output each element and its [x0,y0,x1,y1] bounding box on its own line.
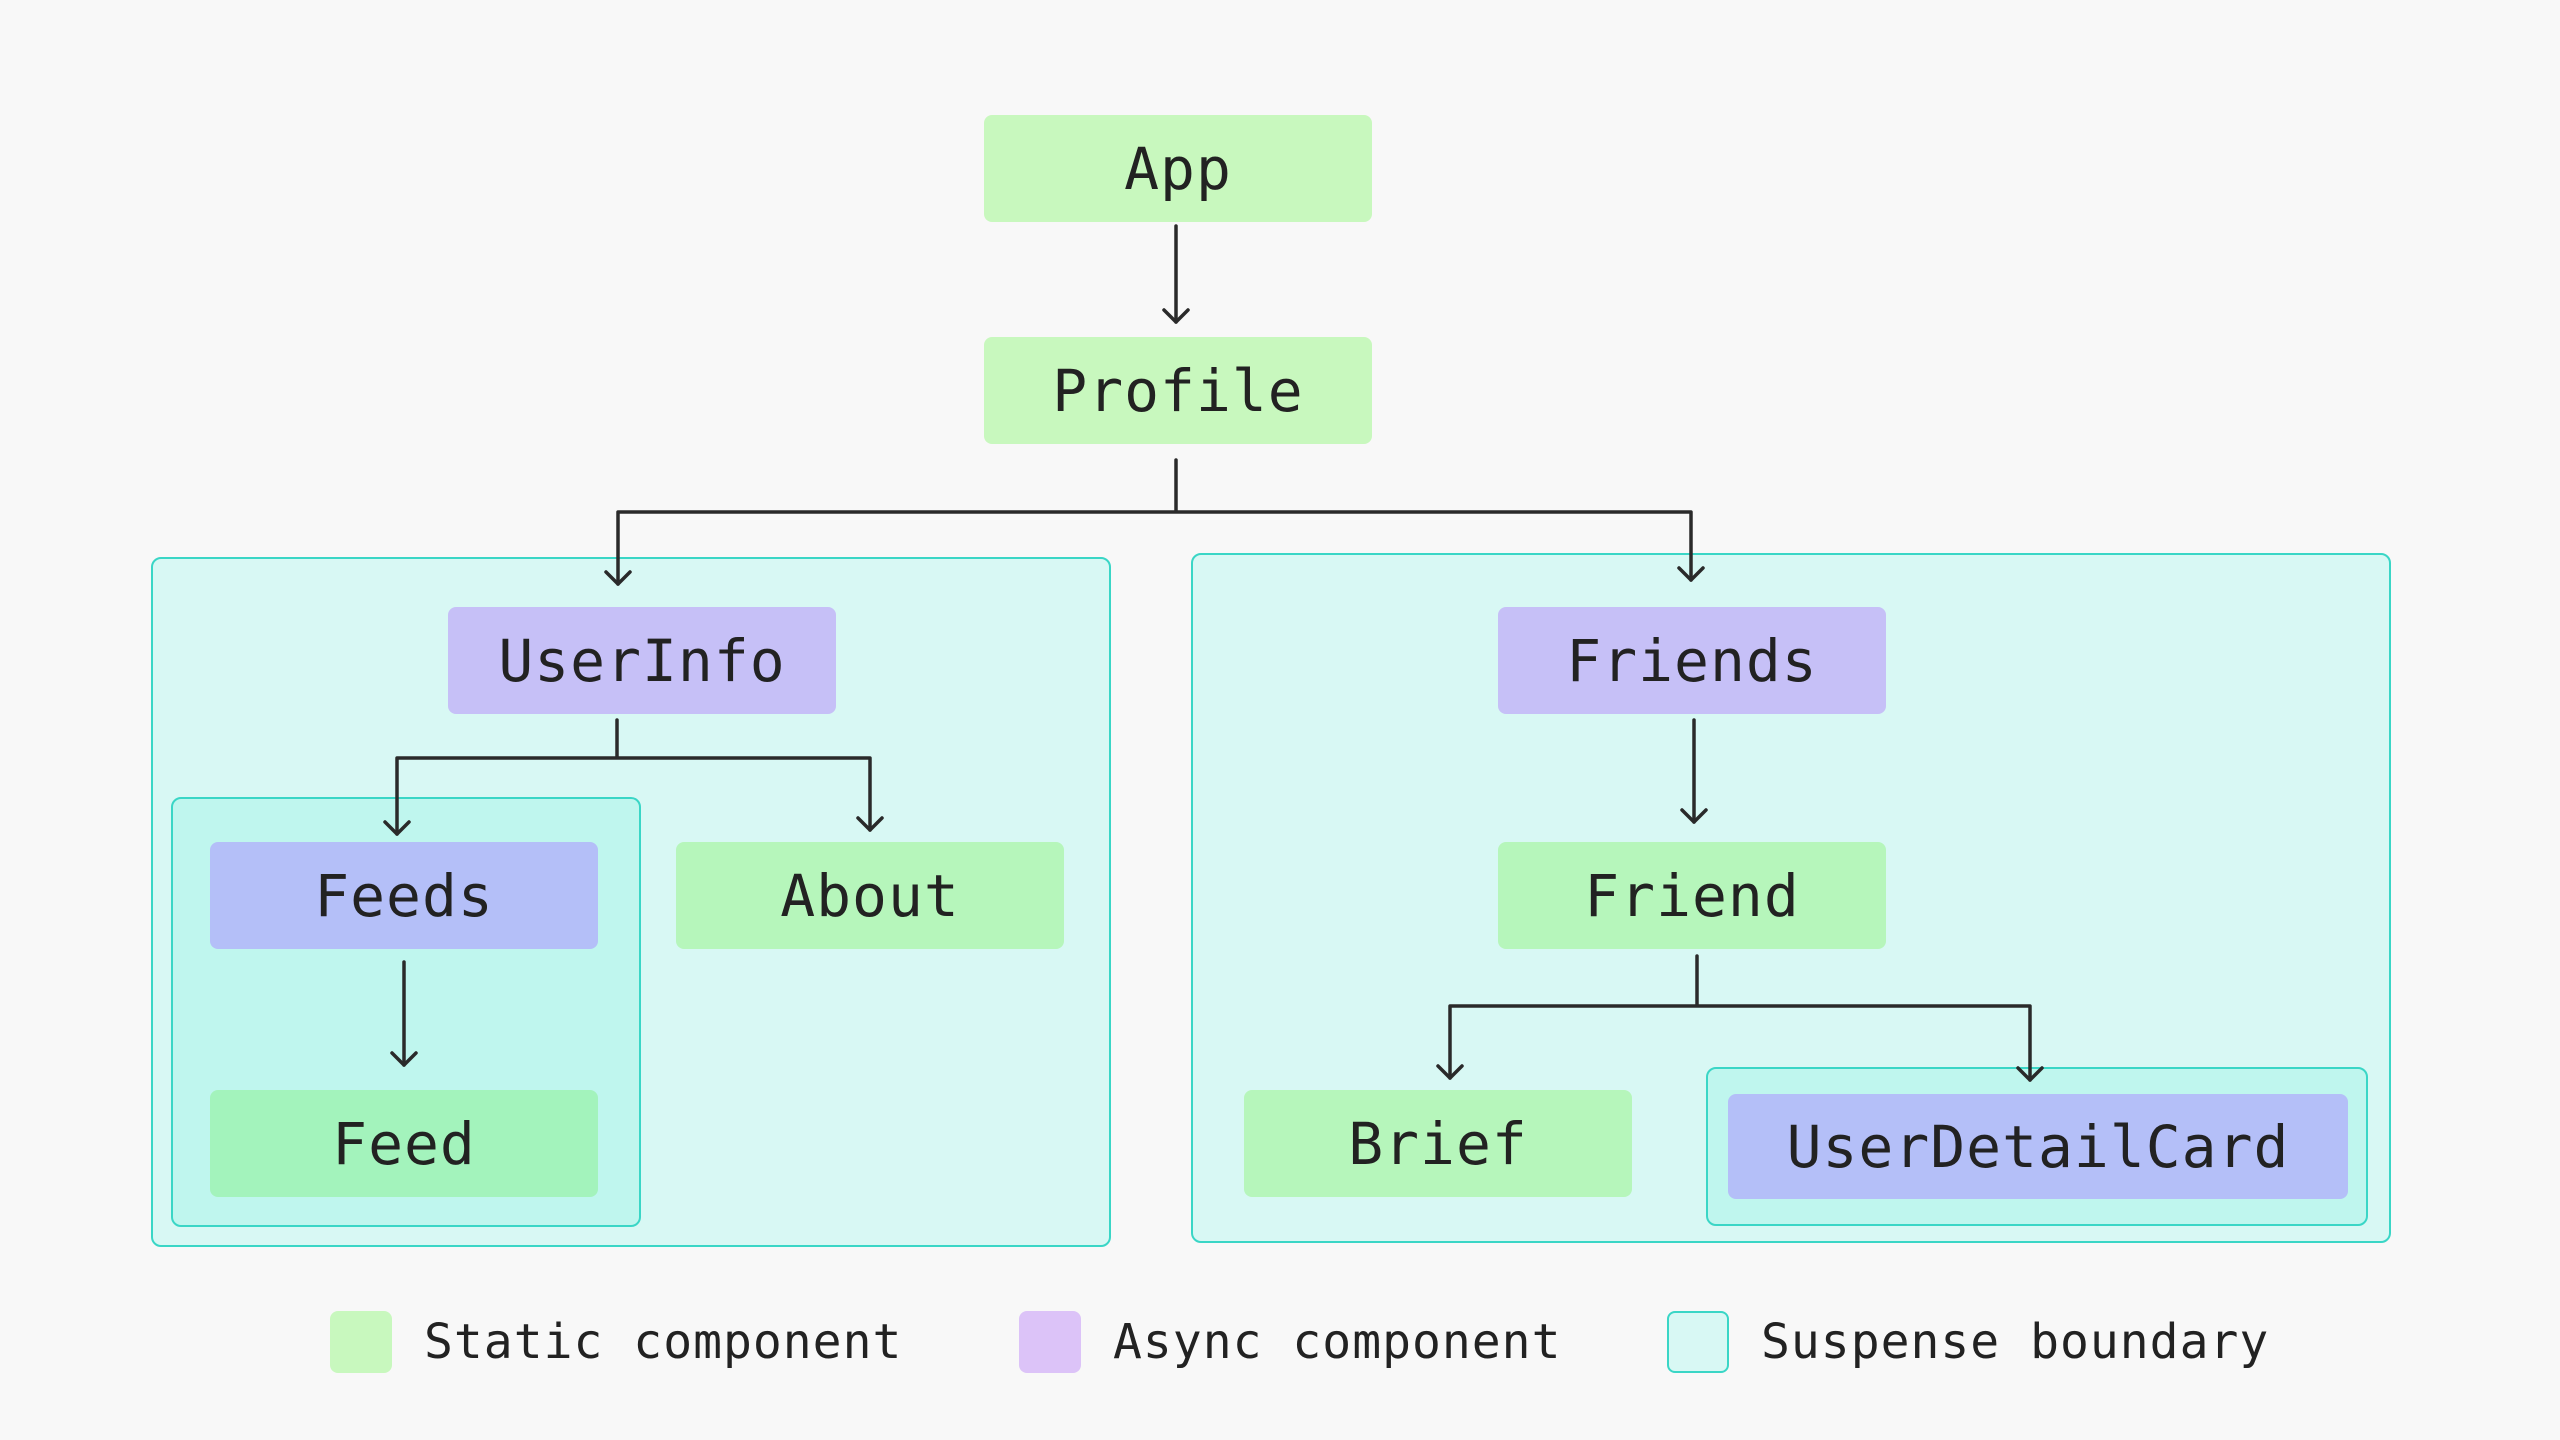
node-app: App [984,115,1372,222]
legend-async-label: Async component [1113,1314,1562,1370]
edge-profile-branch [616,458,1693,586]
node-friends: Friends [1498,607,1886,714]
legend-async: Async component [1019,1311,1561,1373]
arrowhead-friends [1677,566,1705,582]
node-userdetailcard: UserDetailCard [1728,1094,2348,1199]
legend-suspense-swatch [1667,1311,1729,1373]
node-about: About [676,842,1064,949]
edge-friend-branch [1448,954,2032,1082]
arrowhead-feeds [383,820,411,836]
arrowhead-friend [1680,808,1708,824]
legend-static-label: Static component [424,1314,903,1370]
legend-suspense: Suspense boundary [1667,1311,2269,1373]
node-userinfo: UserInfo [448,607,836,714]
node-friend: Friend [1498,842,1886,949]
legend-async-swatch [1019,1311,1081,1373]
arrowhead-feed [390,1051,418,1067]
node-feeds: Feeds [210,842,598,949]
legend-static: Static component [330,1311,902,1373]
node-brief: Brief [1244,1090,1632,1197]
arrowhead-about [856,816,884,832]
node-profile: Profile [984,337,1372,444]
arrowhead-userinfo [604,570,632,586]
arrowhead-brief [1436,1064,1464,1080]
edge-userinfo-branch [395,718,872,836]
arrowhead-profile [1162,308,1190,324]
legend-suspense-label: Suspense boundary [1761,1314,2270,1370]
node-feed: Feed [210,1090,598,1197]
arrowhead-userdetailcard [2016,1066,2044,1082]
legend-static-swatch [330,1311,392,1373]
